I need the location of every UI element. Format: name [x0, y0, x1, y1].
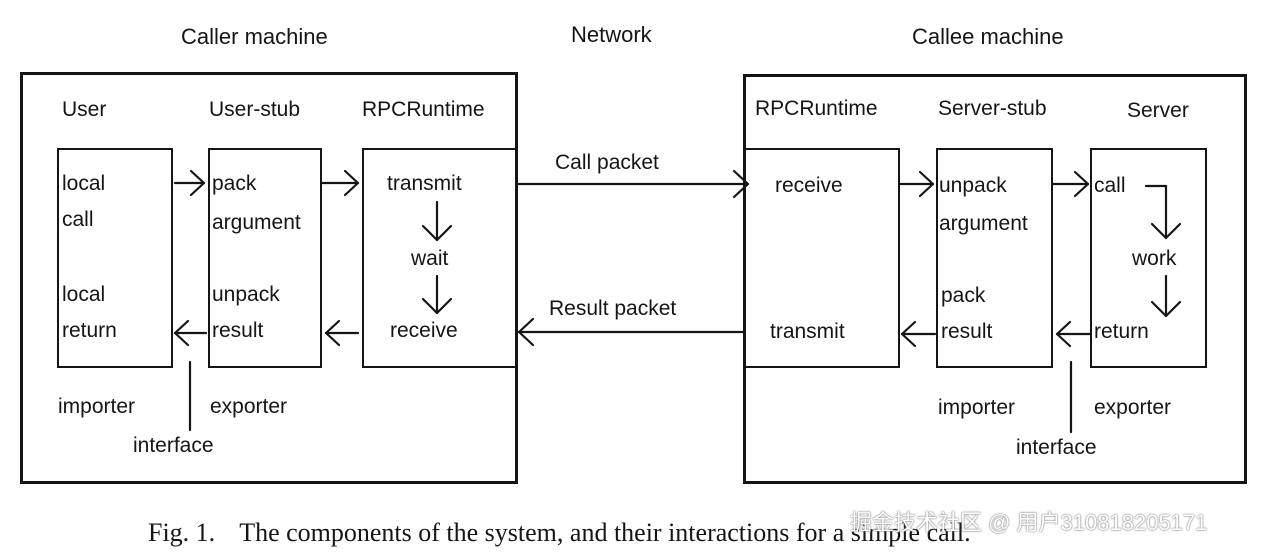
- caller-rpcruntime-box: [362, 148, 517, 368]
- arrow-runtime-to-stub: [324, 319, 360, 347]
- callee-rpcruntime-box: [743, 148, 900, 368]
- callee-importer-label: importer: [938, 396, 1016, 419]
- arrow-user-to-stub: [173, 169, 206, 197]
- arrow-work-to-return: [1150, 274, 1182, 318]
- server-title: Server: [1127, 99, 1189, 122]
- caller-importer-label: importer: [58, 395, 136, 418]
- server-call: call: [1094, 174, 1126, 197]
- caller-exporter-label: exporter: [210, 395, 288, 418]
- arrow-result-packet: [517, 317, 745, 347]
- user-stub-title: User-stub: [209, 98, 301, 121]
- figure-caption-text: The components of the system, and their …: [239, 518, 971, 547]
- user-local-call-line2: call: [62, 208, 94, 231]
- network-heading: Network: [571, 22, 652, 47]
- arrow-server-stub-to-server: [1051, 170, 1090, 198]
- user-local-return-line1: local: [62, 283, 106, 306]
- caller-runtime-wait: wait: [411, 247, 449, 270]
- callee-runtime-transmit: transmit: [770, 320, 845, 343]
- watermark: 掘金技术社区 @ 用户310818205171: [850, 510, 1208, 535]
- server-box: [1090, 148, 1207, 368]
- server-stub-result: result: [941, 320, 993, 343]
- arrow-server-to-server-stub: [1055, 320, 1092, 348]
- call-packet-label: Call packet: [555, 151, 659, 174]
- arrow-transmit-to-wait: [421, 200, 453, 242]
- callee-machine-heading: Callee machine: [912, 24, 1064, 49]
- callee-rpcruntime-title: RPCRuntime: [755, 97, 878, 120]
- arrow-wait-to-receive: [421, 274, 453, 315]
- figure-number: Fig. 1.: [148, 518, 216, 547]
- arrow-call-to-work: [1144, 184, 1182, 240]
- server-work: work: [1132, 247, 1177, 270]
- caller-machine-heading: Caller machine: [181, 24, 328, 49]
- arrow-runtime-to-server-stub: [898, 170, 935, 198]
- user-local-call-line1: local: [62, 172, 106, 195]
- figure-caption: Fig. 1. The components of the system, and…: [148, 518, 971, 548]
- server-stub-argument: argument: [939, 212, 1028, 235]
- arrow-stub-to-runtime: [320, 169, 360, 197]
- user-stub-pack: pack: [212, 172, 257, 195]
- user-stub-box: [208, 148, 322, 368]
- server-stub-pack: pack: [941, 284, 986, 307]
- arrow-call-packet: [516, 169, 750, 199]
- server-return: return: [1094, 320, 1149, 343]
- user-box: [57, 148, 173, 368]
- result-packet-label: Result packet: [549, 297, 677, 320]
- server-stub-box: [936, 148, 1053, 368]
- callee-runtime-receive: receive: [775, 174, 843, 197]
- server-stub-title: Server-stub: [938, 97, 1047, 120]
- server-stub-unpack: unpack: [939, 174, 1007, 197]
- user-title: User: [62, 98, 107, 121]
- arrow-server-stub-to-runtime: [900, 320, 937, 348]
- user-local-return-line2: return: [62, 319, 117, 342]
- user-stub-unpack: unpack: [212, 283, 280, 306]
- caller-interface-label: interface: [133, 434, 214, 457]
- caller-runtime-receive: receive: [390, 319, 458, 342]
- caller-runtime-transmit: transmit: [387, 172, 462, 195]
- user-stub-result: result: [212, 319, 264, 342]
- arrow-stub-to-user: [173, 319, 208, 347]
- callee-interface-label: interface: [1016, 436, 1097, 459]
- user-stub-argument: argument: [212, 211, 301, 234]
- caller-rpcruntime-title: RPCRuntime: [362, 98, 485, 121]
- callee-exporter-label: exporter: [1094, 396, 1172, 419]
